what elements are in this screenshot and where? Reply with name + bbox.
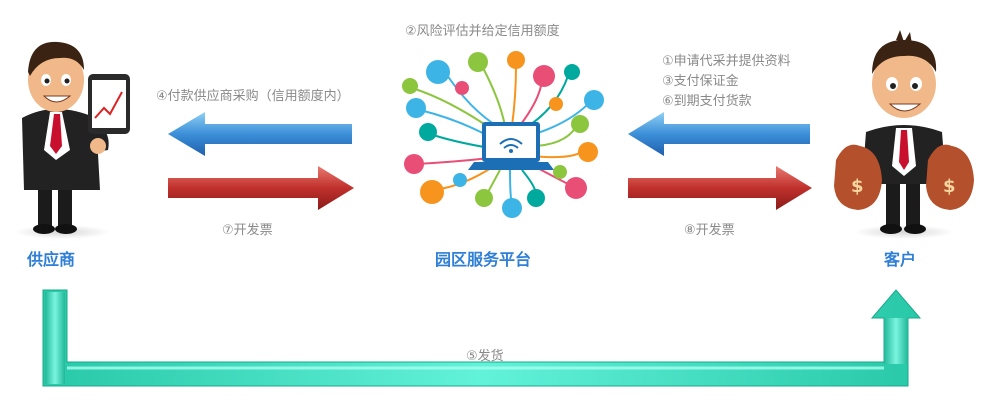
arrow-customer-to-platform xyxy=(628,112,810,156)
customer-steps: ①申请代采并提供资料 ③支付保证金 ⑥到期支付货款 xyxy=(662,52,791,112)
step-7-label: ⑦开发票 xyxy=(222,223,273,238)
arrow-delivery xyxy=(42,289,922,387)
step-2-label: ②风险评估并给定信用额度 xyxy=(405,24,560,39)
platform-illustration xyxy=(402,51,604,218)
step-8-label: ⑧开发票 xyxy=(684,223,735,238)
customer-label: 客户 xyxy=(884,250,917,269)
step-1-label: ①申请代采并提供资料 xyxy=(662,54,791,69)
step-6-label: ⑥到期支付货款 xyxy=(662,94,752,109)
step-3-label: ③支付保证金 xyxy=(662,74,739,89)
arrow-platform-to-customer xyxy=(628,166,812,210)
arrow-platform-to-supplier xyxy=(168,112,352,156)
svg-text:$: $ xyxy=(943,176,956,197)
step-5-label: ⑤发货 xyxy=(466,349,504,364)
arrow-supplier-to-platform xyxy=(168,166,354,210)
supplier-illustration xyxy=(14,41,130,239)
svg-text:$: $ xyxy=(851,176,864,197)
platform-label: 园区服务平台 xyxy=(435,250,532,269)
step-4-label: ④付款供应商采购（信用额度内） xyxy=(156,89,350,104)
supplier-label: 供应商 xyxy=(27,250,76,269)
customer-illustration: $ $ xyxy=(834,30,974,239)
